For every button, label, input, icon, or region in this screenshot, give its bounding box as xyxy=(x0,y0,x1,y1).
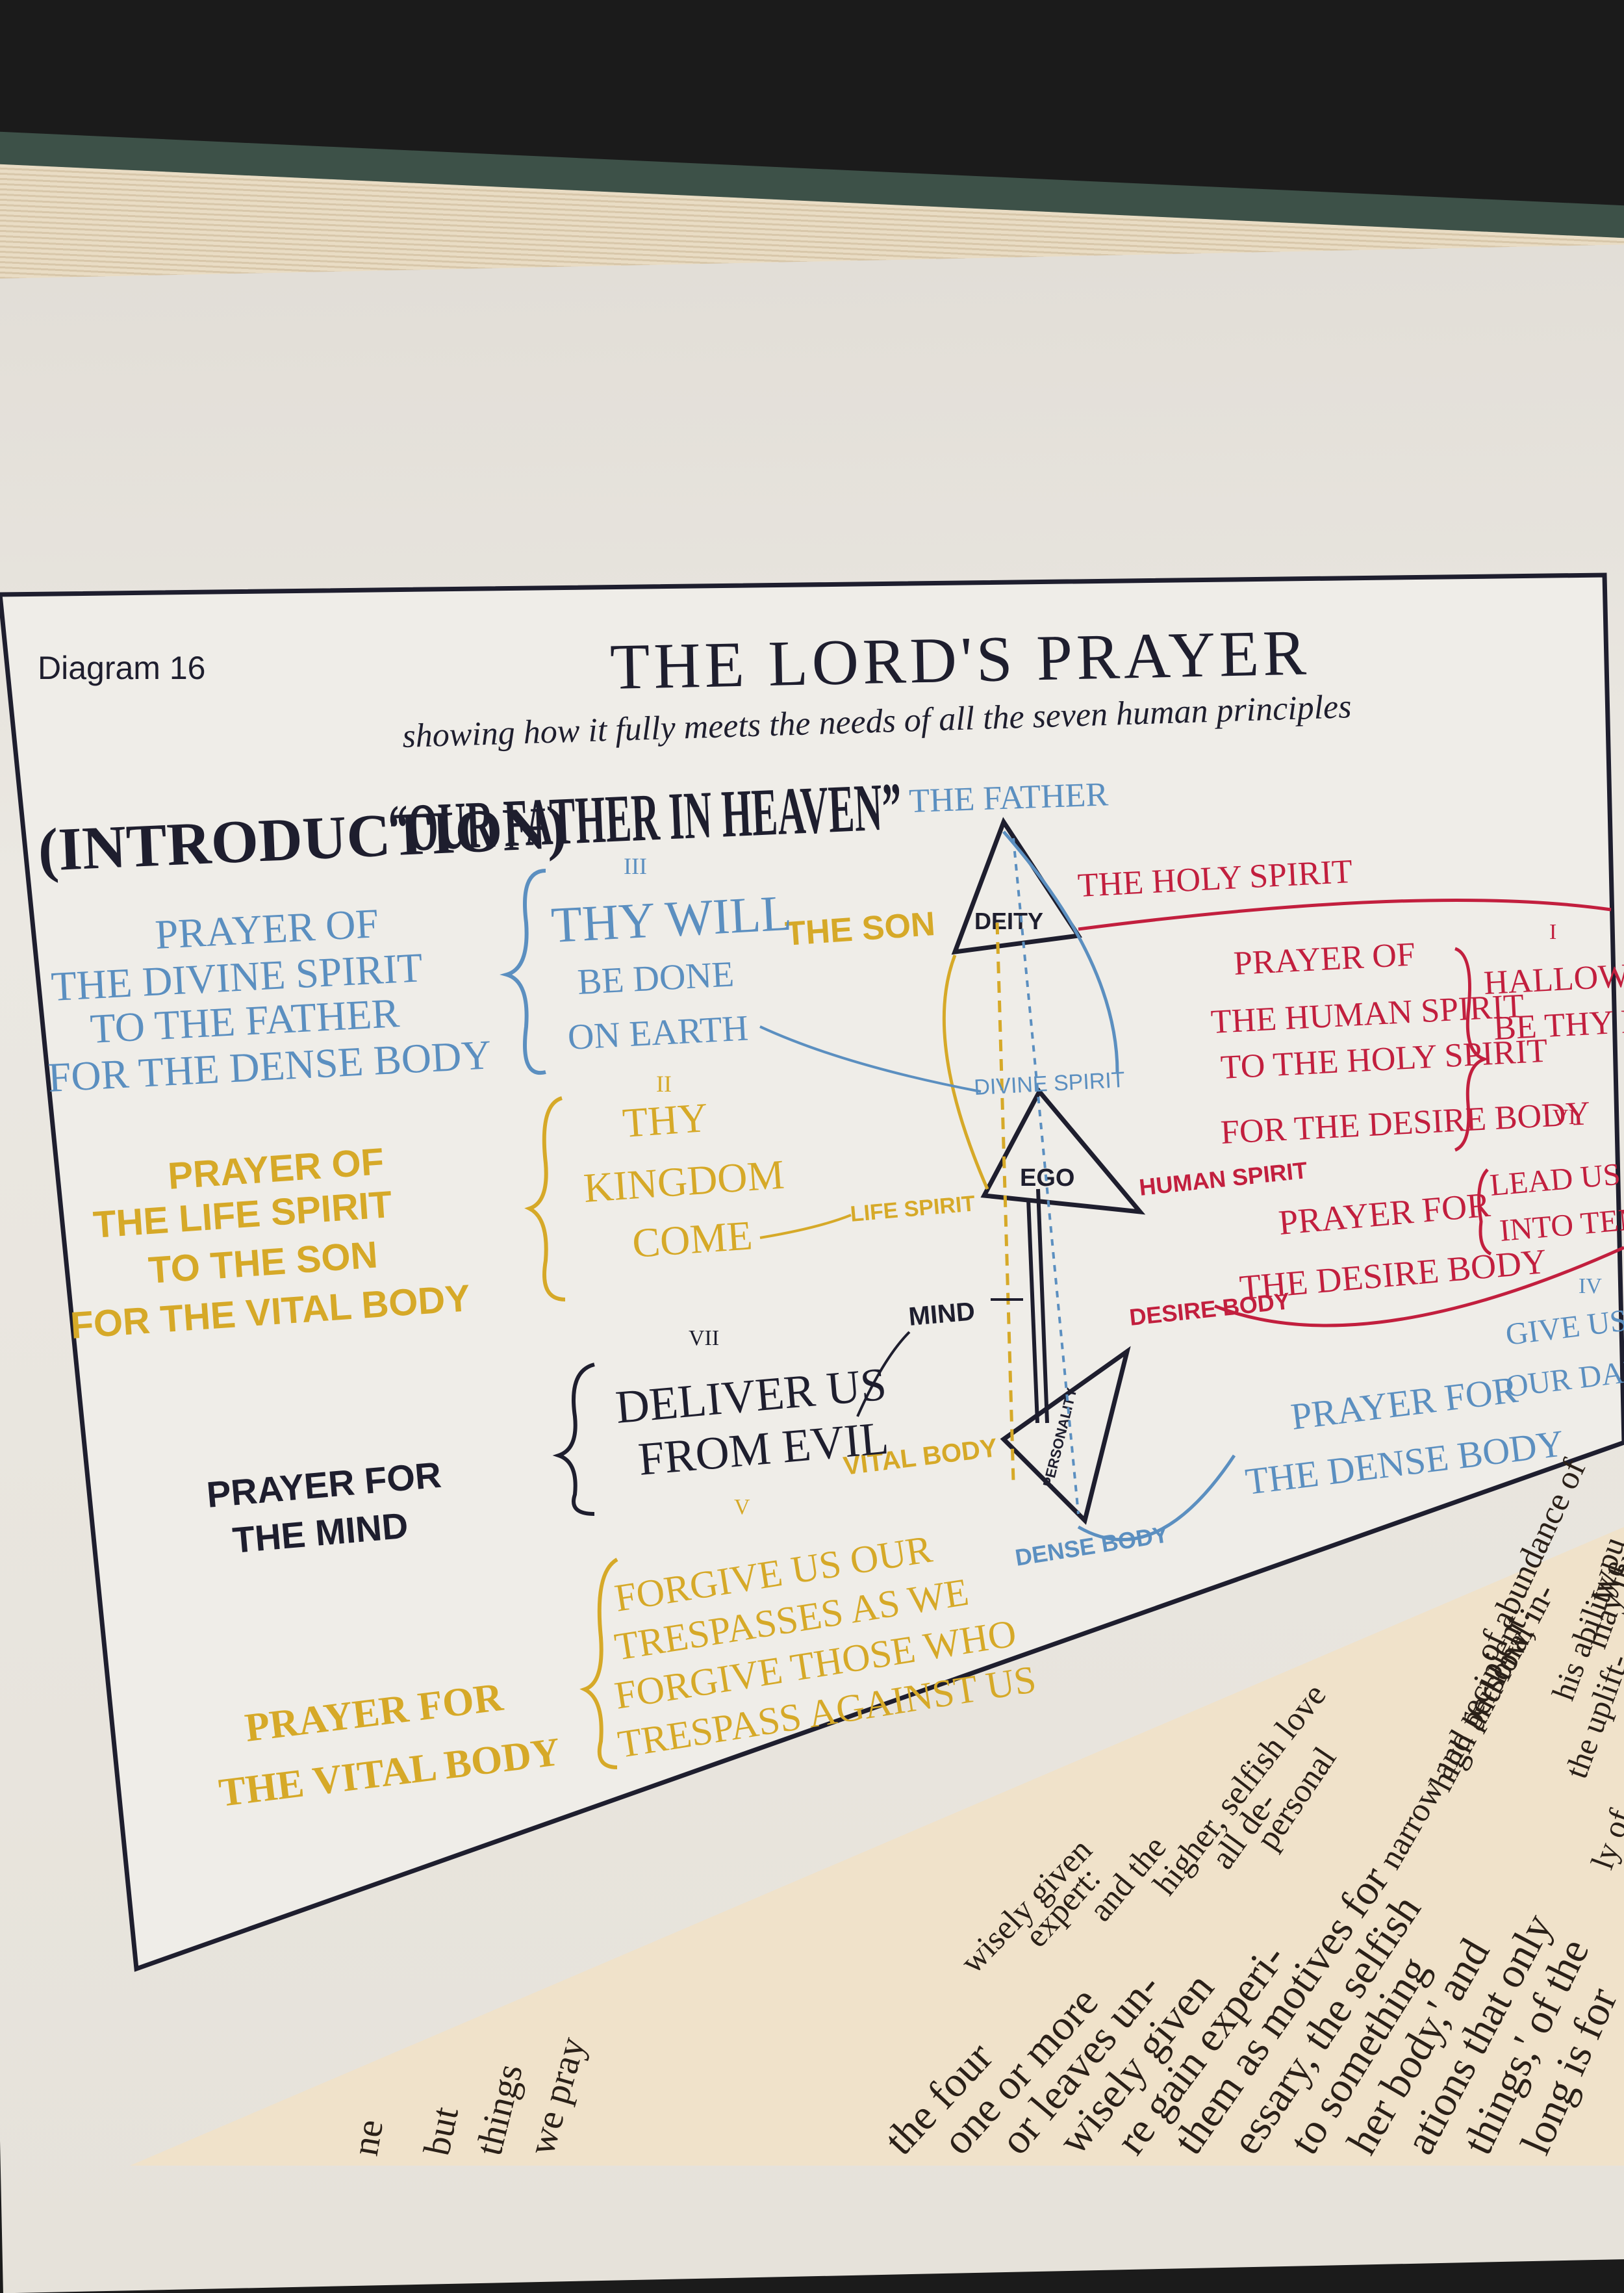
photo-scene: Diagram 16 THE LORD'S PRAYER showing how… xyxy=(0,130,1624,2293)
divine-petition-line-3: ON EARTH xyxy=(566,1008,749,1058)
divine-numeral: III xyxy=(624,853,647,879)
diagram-number: Diagram 16 xyxy=(38,650,205,686)
ego-down-line-2 xyxy=(1036,1188,1049,1424)
mind-label: MIND xyxy=(907,1297,976,1331)
diagram-plate: Diagram 16 THE LORD'S PRAYER showing how… xyxy=(0,572,1624,2166)
son-dashed-line xyxy=(995,922,1015,1482)
life-petition: THY KINGDOM COME xyxy=(582,1094,786,1266)
facing-page xyxy=(130,1527,1624,2166)
divine-spirit-prayer: PRAYER OF THE DIVINE SPIRIT TO THE FATHE… xyxy=(47,900,492,1101)
mind-brace xyxy=(552,1363,595,1516)
holy-spirit-curve xyxy=(1078,898,1612,931)
dense-curve xyxy=(1077,1454,1236,1542)
divine-brace xyxy=(500,869,546,1075)
ego-triangle xyxy=(980,1087,1146,1215)
life-petition-line-3: COME xyxy=(631,1212,754,1266)
life-brace xyxy=(524,1096,566,1301)
facing-left-4: ne xyxy=(344,2116,392,2158)
divine-petition-line-2: BE DONE xyxy=(576,954,735,1003)
vital-brace xyxy=(579,1557,618,1769)
ego-down-line xyxy=(1026,1198,1039,1424)
vital-numeral: V xyxy=(734,1495,750,1519)
desire-curve xyxy=(1214,1246,1624,1327)
deity-label: DEITY xyxy=(974,908,1043,934)
desire-numeral: VI xyxy=(1553,1105,1576,1129)
dense-numeral: IV xyxy=(1579,1274,1602,1298)
son-curve xyxy=(942,954,989,1190)
father-curve xyxy=(1002,830,1119,1073)
life-numeral: II xyxy=(656,1071,672,1097)
diagram-border xyxy=(0,572,1624,1972)
diagram-title: THE LORD'S PRAYER xyxy=(609,616,1311,703)
mind-connector xyxy=(856,1331,911,1417)
life-petition-line-1: THY xyxy=(621,1094,709,1146)
will-connector xyxy=(759,1025,982,1093)
divine-petition: THY WILL BE DONE ON EARTH xyxy=(550,884,793,1058)
desire-brace xyxy=(1477,1168,1492,1256)
kingdom-connector xyxy=(759,1214,852,1239)
father-dashed-line xyxy=(1012,838,1080,1515)
the-father-label: THE FATHER xyxy=(908,776,1109,820)
human-numeral: I xyxy=(1549,920,1556,944)
divine-petition-line-1: THY WILL xyxy=(550,884,793,953)
mind-numeral: VII xyxy=(689,1326,719,1350)
facing-left-1: but xyxy=(415,2103,466,2159)
personality-triangle xyxy=(1000,1346,1131,1525)
human-brace xyxy=(1454,947,1490,1152)
